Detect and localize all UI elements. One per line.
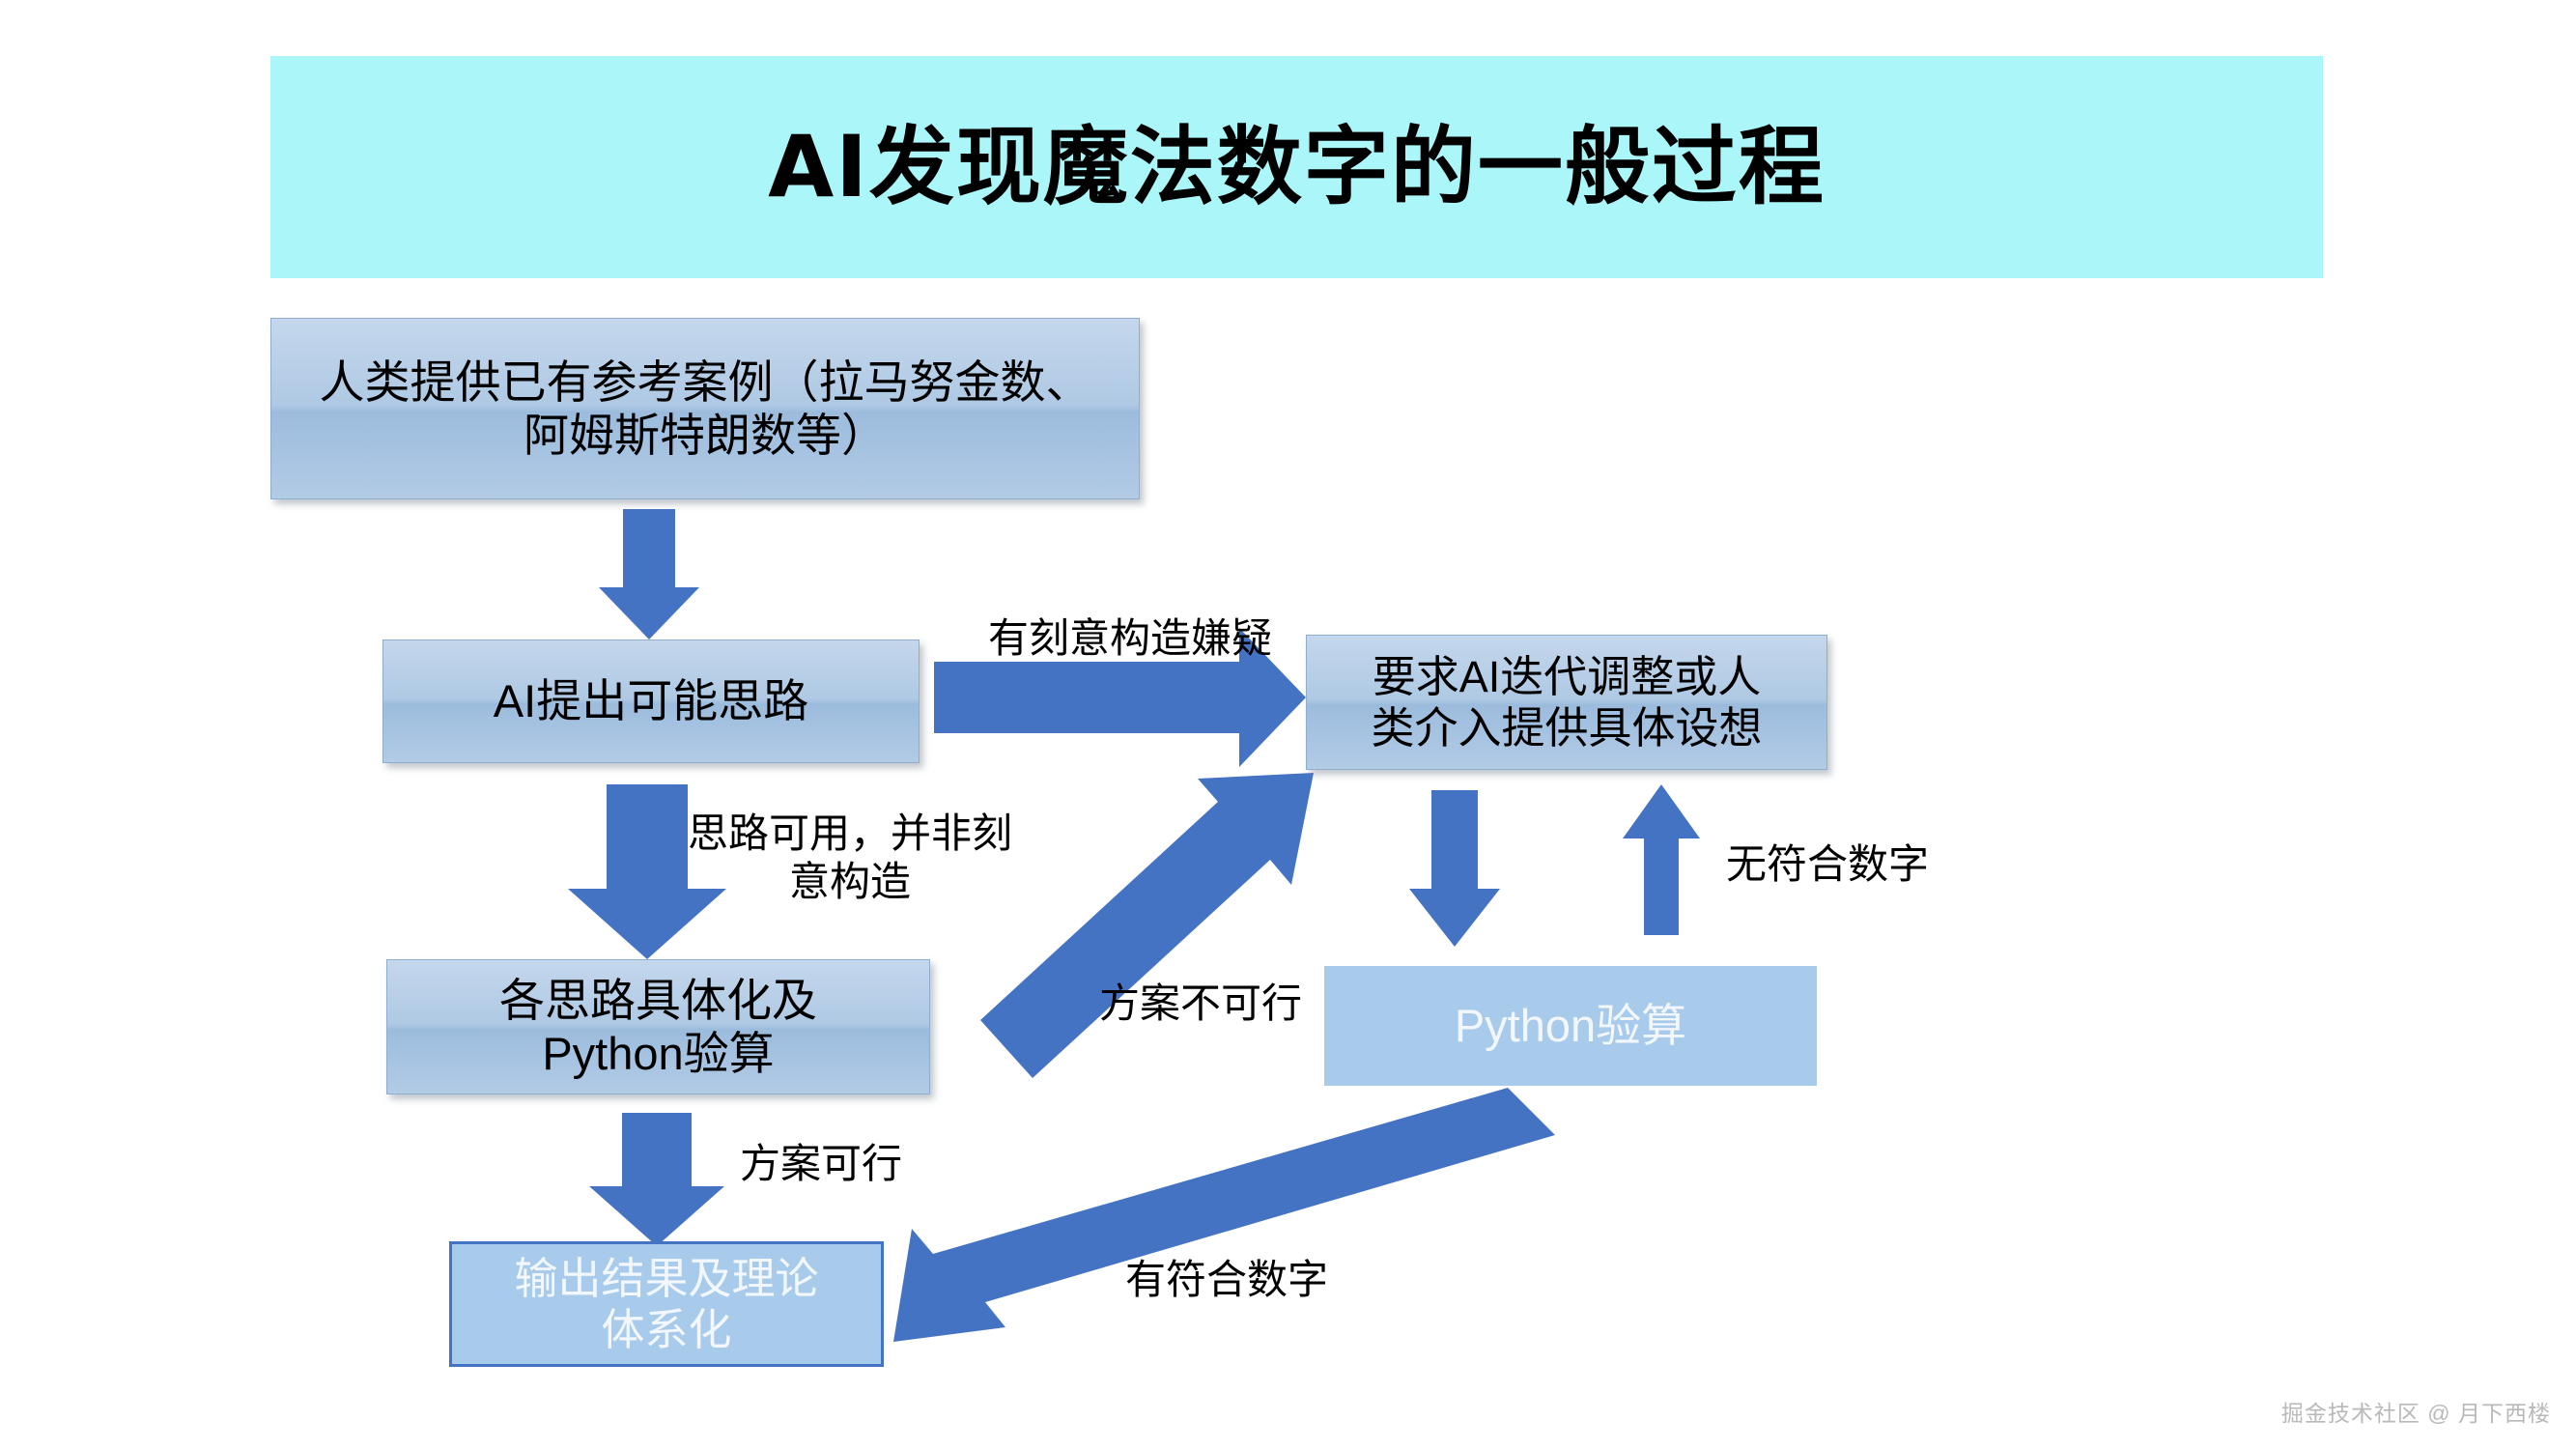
- edge-label-feasible: 方案可行: [739, 1141, 902, 1186]
- node-python-check[interactable]: Python验算: [1324, 966, 1817, 1086]
- node-human-input[interactable]: 人类提供已有参考案例（拉马努金数、 阿姆斯特朗数等）: [270, 318, 1140, 499]
- node-ai-idea[interactable]: AI提出可能思路: [382, 639, 920, 763]
- arrow-human-to-idea: [599, 509, 699, 639]
- page-title: AI发现魔法数字的一般过程: [768, 117, 1826, 216]
- arrow-detail-to-ask: [980, 773, 1314, 1078]
- watermark: 掘金技术社区 @ 月下西楼: [2280, 1401, 2551, 1426]
- node-detail-python[interactable]: 各思路具体化及 Python验算: [386, 959, 930, 1094]
- arrow-ask-to-python: [1409, 790, 1500, 947]
- edge-label-has-match: 有符合数字: [1124, 1257, 1328, 1302]
- edge-label-infeasible: 方案不可行: [1098, 980, 1302, 1026]
- arrow-detail-to-output: [589, 1113, 724, 1246]
- node-ask-ai-iterate[interactable]: 要求AI迭代调整或人 类介入提供具体设想: [1306, 635, 1827, 770]
- title-banner: AI发现魔法数字的一般过程: [270, 56, 2323, 278]
- node-output-theory[interactable]: 输出结果及理论 体系化: [449, 1241, 884, 1367]
- edge-label-suspect: 有刻意构造嫌疑: [987, 615, 1272, 661]
- arrow-python-to-ask: [1623, 784, 1700, 935]
- edge-label-no-match: 无符合数字: [1725, 841, 1929, 887]
- edge-label-usable: 思路可用，并非刻 意构造: [687, 810, 1012, 905]
